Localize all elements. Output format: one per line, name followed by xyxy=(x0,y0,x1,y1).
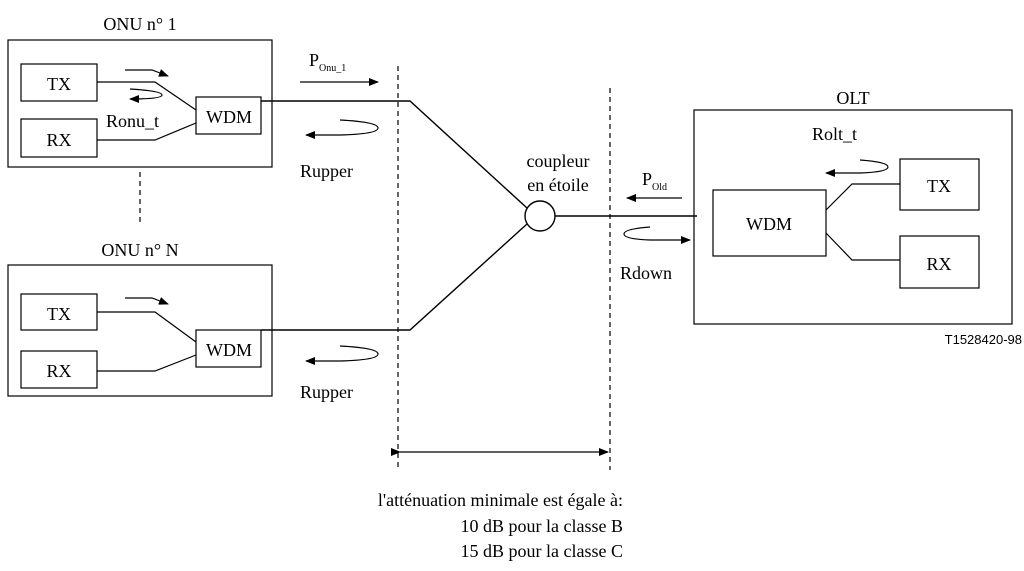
olt-rx-label: RX xyxy=(926,254,951,274)
onu-1-wdm-label: WDM xyxy=(206,107,252,127)
onu-1-rx-link xyxy=(97,122,197,141)
rupper-2-label: Rupper xyxy=(300,382,353,402)
onu-n-tx-arrow xyxy=(125,297,169,305)
fibre-onu-1 xyxy=(261,100,528,209)
onu-n-rx-link xyxy=(97,354,197,372)
olt-tx-link xyxy=(825,183,900,211)
star-coupler xyxy=(524,200,556,232)
olt-rx-link xyxy=(825,232,900,261)
olt-wdm-box xyxy=(712,189,827,257)
onu-n-wdm-label: WDM xyxy=(206,340,252,360)
rupper-1-label: Rupper xyxy=(300,161,353,181)
olt-rx-box xyxy=(899,235,980,289)
onu-1-reflection-arrow xyxy=(129,88,163,103)
onu-1-frame xyxy=(7,39,273,168)
onu-n-block: ONU n° N TX RX WDM xyxy=(7,240,273,397)
onu-1-rx-label: RX xyxy=(46,130,71,150)
onu-n-title: ONU n° N xyxy=(101,240,178,260)
onu-1-tx-arrow xyxy=(125,69,169,77)
olt-wdm-label: WDM xyxy=(746,214,792,234)
onu-1-tx-label: TX xyxy=(47,74,71,94)
onu-1-block: ONU n° 1 TX RX WDM Ronu_t xyxy=(7,14,273,168)
rupper-1-arrow xyxy=(305,119,379,139)
rdown-label: Rdown xyxy=(620,263,672,283)
olt-reflection-arrow xyxy=(825,159,889,177)
p-onu-label: POnu_1 xyxy=(309,50,346,74)
olt-title: OLT xyxy=(836,88,869,108)
rupper-2-arrow xyxy=(305,345,379,365)
attenuation-line-2: 10 dB pour la classe B xyxy=(461,516,623,536)
fibre-onu-n xyxy=(261,223,528,331)
onu-n-tx-link xyxy=(97,311,197,343)
onu-1-wdm-box xyxy=(195,96,262,135)
onu-1-rx-box xyxy=(20,118,98,158)
olt-reflect-label: Rolt_t xyxy=(812,124,857,144)
p-old-label: POld xyxy=(642,169,667,193)
figure-id: T1528420-98 xyxy=(945,332,1022,347)
rdown-arrow xyxy=(623,226,691,244)
onu-1-title: ONU n° 1 xyxy=(103,14,176,34)
olt-block: OLT WDM TX RX Rolt_t xyxy=(693,88,1013,325)
attenuation-line-3: 15 dB pour la classe C xyxy=(461,541,623,561)
olt-tx-label: TX xyxy=(927,176,951,196)
coupler-label-2: en étoile xyxy=(527,175,588,195)
onu-1-tx-link xyxy=(97,81,197,111)
onu-n-rx-box xyxy=(20,350,98,389)
onu-n-rx-label: RX xyxy=(46,361,71,381)
coupler-label-1: coupleur xyxy=(527,151,590,171)
onu-n-tx-label: TX xyxy=(47,304,71,324)
onu-n-wdm-box xyxy=(195,329,262,368)
onu-1-reflect-label: Ronu_t xyxy=(106,111,159,131)
attenuation-line-1: l'atténuation minimale est égale à: xyxy=(378,490,623,510)
olt-frame xyxy=(693,109,1013,325)
